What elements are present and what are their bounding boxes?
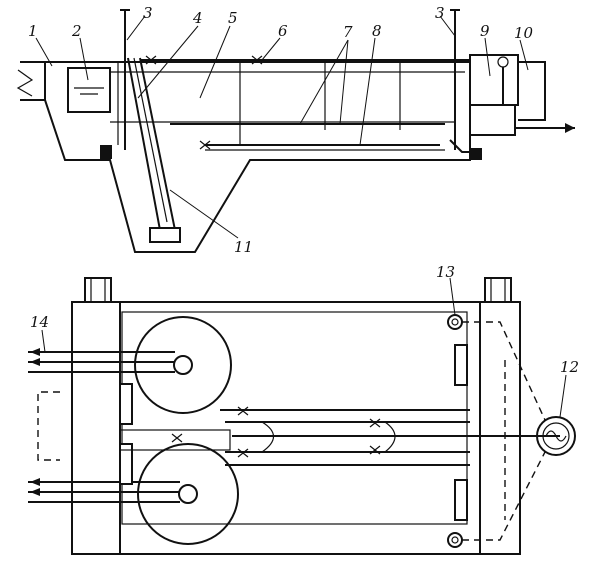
section-leaders [35, 15, 529, 239]
callout-5: 5 [228, 9, 238, 27]
callout-12: 12 [560, 358, 579, 376]
callout-1: 1 [28, 22, 38, 40]
break-line [16, 69, 34, 97]
upper-drum [134, 316, 232, 414]
callout-8: 8 [372, 22, 382, 40]
inlet-channel [20, 61, 46, 101]
outlet-channel [518, 61, 546, 121]
section-view [16, 9, 575, 253]
outlet-box [469, 54, 519, 106]
callout-10: 10 [514, 24, 534, 42]
plan-leaders [41, 277, 567, 418]
callout-3-left: 3 [143, 4, 153, 22]
corner-fitting-bottom [447, 532, 463, 548]
callout-7: 7 [343, 23, 353, 41]
left-wall [71, 301, 121, 555]
plan-view [28, 277, 576, 555]
lower-drum [137, 443, 239, 545]
corner-fitting-top [447, 314, 463, 330]
callout-13: 13 [436, 263, 455, 281]
callout-3-right: 3 [435, 4, 445, 22]
callout-2: 2 [71, 22, 82, 40]
callout-labels: 1 2 3 4 5 6 7 8 3 9 10 11 12 13 14 [28, 4, 579, 376]
callout-11: 11 [234, 238, 253, 256]
heater-unit [536, 416, 576, 456]
tank-plan [119, 301, 481, 555]
callout-9: 9 [480, 22, 490, 40]
callout-14: 14 [30, 313, 49, 331]
callout-6: 6 [278, 22, 288, 40]
inlet-box [67, 67, 111, 113]
right-wall [479, 301, 521, 555]
callout-4: 4 [192, 9, 203, 27]
